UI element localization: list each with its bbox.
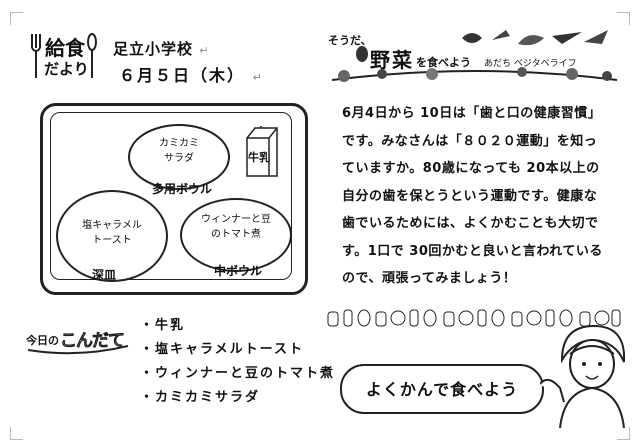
- underline-icon: [27, 345, 129, 355]
- salad-label: カミカミ サラダ: [159, 138, 199, 164]
- crop-mark: [10, 12, 23, 25]
- menu-list: ・牛乳 ・塩キャラメルトースト ・ウィンナーと豆のトマト煮 ・カミカミサラダ: [140, 314, 335, 410]
- menu-item: ・塩キャラメルトースト: [140, 342, 304, 357]
- girl-icon: [539, 324, 626, 429]
- lunch-tray: [40, 103, 308, 295]
- toast-plate: 塩キャラメル トースト: [56, 190, 168, 282]
- kyushoku-logo: 給食 だより: [28, 30, 100, 82]
- logo-line1: 給食: [45, 36, 85, 60]
- banner-suffix: を食べよう: [416, 56, 471, 69]
- milk-label: 牛乳: [248, 151, 270, 164]
- bowl-multi-label: 多用ボウル: [152, 182, 213, 196]
- slogan-sign: よくかんで食べよう: [340, 364, 544, 414]
- kondate-title-a: 今日の: [26, 334, 59, 347]
- vegetable-border: [326, 306, 622, 330]
- toast-label: 塩キャラメル トースト: [82, 220, 142, 246]
- banner-prefix: そうだ、: [328, 34, 372, 47]
- kondate-title-b: こんだて: [60, 331, 126, 352]
- article-line: 歯でいるためには、よくかむことも大切で: [342, 216, 599, 231]
- menu-item: ・カミカミサラダ: [140, 390, 261, 405]
- slogan-text: よくかんで食べよう: [365, 380, 519, 399]
- crop-mark: [617, 12, 630, 25]
- banner-main: 野菜: [370, 48, 414, 72]
- vegetables-icon: [331, 30, 618, 82]
- salad-bowl: カミカミ サラダ: [128, 124, 230, 190]
- milk-carton: 牛乳: [243, 126, 281, 178]
- lunch-tray-inner: [50, 112, 292, 280]
- article-line: 自分の歯を保とうという運動です。健康な: [342, 188, 598, 204]
- crop-mark: [617, 427, 630, 440]
- menu-item: ・ウィンナーと豆のトマト煮: [140, 366, 336, 381]
- bowl-mid-label: 中ボウル: [214, 264, 263, 278]
- crop-mark: [10, 427, 23, 440]
- girl-illustration: [539, 320, 630, 430]
- fork-spoon-icon: [31, 33, 97, 78]
- article-line: ていますか。80歳になっても 20本以上の: [342, 161, 600, 176]
- sausage-bowl: ウィンナーと豆 のトマト煮: [180, 198, 292, 272]
- issue-date: ６月５日（木） ↵: [119, 66, 264, 85]
- menu-item: ・牛乳: [140, 318, 186, 333]
- sausage-label: ウィンナーと豆 のトマト煮: [201, 214, 271, 240]
- article-line: 6月4日から 10日は「歯と口の健康習慣」: [342, 106, 602, 121]
- article-line: ので、頑張ってみましょう！: [342, 271, 517, 286]
- plate-deep-label: 深皿: [92, 268, 117, 282]
- article-line: です。みなさんは「８０２０運動」を知っ: [342, 133, 598, 149]
- article-line: す。1口で 30回かむと良いと言われている: [342, 243, 603, 259]
- vegetable-strip-icon: [327, 309, 621, 327]
- logo-line2: だより: [44, 60, 89, 78]
- article-body: 6月4日から 10日は「歯と口の健康習慣」 です。みなさんは「８０２０運動」を知…: [342, 100, 622, 293]
- school-name: 足立小学校 ↵: [113, 40, 210, 58]
- milk-carton-icon: [246, 126, 278, 177]
- banner-sub: あだち ベジタベライフ: [484, 59, 577, 69]
- kondate-logo: 今日の こんだて: [26, 320, 134, 360]
- veggie-banner: そうだ、 野菜 を食べよう あだち ベジタベライフ: [322, 24, 622, 94]
